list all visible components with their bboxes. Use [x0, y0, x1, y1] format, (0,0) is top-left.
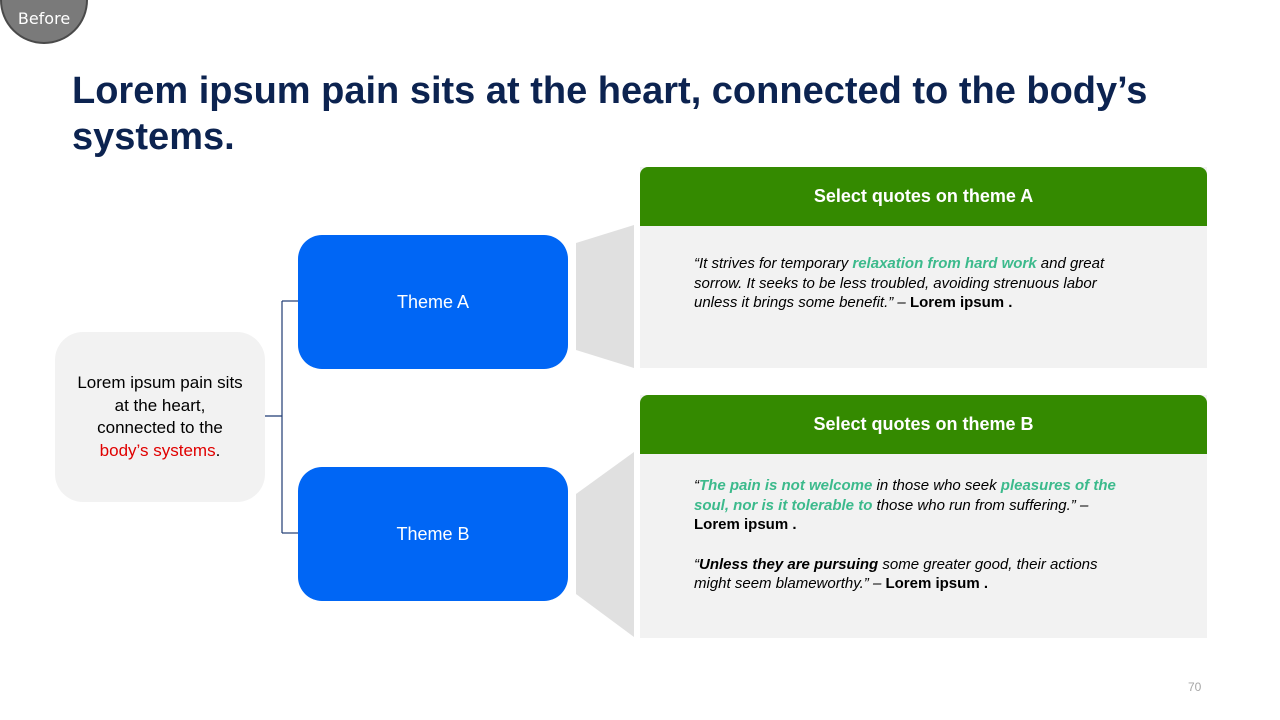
quote: “It strives for temporary relaxation fro… [694, 254, 1137, 313]
quote-bold: Unless they are pursuing [699, 555, 879, 573]
quote-attribution: Lorem ipsum . [885, 575, 988, 592]
quote-text: “ [694, 555, 699, 573]
quote-text: in those who seek [872, 477, 1001, 494]
quote-highlight: The pain is not welcome [699, 477, 873, 494]
quote: “The pain is not welcome in those who se… [694, 476, 1137, 535]
quote-highlight: relaxation from hard work [852, 255, 1037, 272]
quote-text: those who run from suffering.” – [872, 496, 1089, 514]
root-text-end: . [215, 440, 221, 460]
slide-title: Lorem ipsum pain sits at the heart, conn… [72, 70, 1148, 158]
theme-b-label: Theme B [396, 523, 470, 544]
quote-text: “ [694, 477, 699, 494]
quote-text: “It strives for temporary [694, 255, 853, 272]
theme-a-box: Theme A [298, 235, 568, 369]
theme-b-box: Theme B [298, 467, 568, 601]
quote: “Unless they are pursuing some greater g… [694, 555, 1137, 594]
quote-highlight: pleasures of the soul, nor is it tolerab… [694, 477, 1116, 514]
quote-text: some greater good, their actions might s… [694, 555, 1098, 593]
quote-panel-b-header: Select quotes on theme B [640, 395, 1207, 454]
quote-attribution: Lorem ipsum . [694, 516, 797, 533]
tree-connector-lines [265, 300, 298, 534]
root-box: Lorem ipsum pain sits at the heart, conn… [55, 332, 265, 502]
root-text-highlight: body’s systems [99, 440, 216, 460]
theme-a-label: Theme A [396, 291, 470, 312]
funnel-shape-a [576, 225, 634, 368]
before-badge-label: Before [17, 9, 71, 28]
funnel-shape-b [576, 452, 634, 637]
quote-attribution: Lorem ipsum . [909, 294, 1013, 311]
root-text: Lorem ipsum pain sits at the heart, conn… [75, 372, 245, 462]
root-text-main: Lorem ipsum pain sits at the heart, conn… [77, 373, 243, 437]
quote-panel-b: Select quotes on theme B “The pain is no… [640, 395, 1207, 638]
quote-panel-a: Select quotes on theme A “It strives for… [640, 167, 1207, 368]
page-number: 70 [1188, 680, 1202, 694]
quote-panel-a-body: “It strives for temporary relaxation fro… [640, 226, 1207, 313]
quote-panel-b-body: “The pain is not welcome in those who se… [640, 454, 1207, 594]
quote-panel-a-header: Select quotes on theme A [640, 167, 1207, 226]
quote-text: and great sorrow. It seeks to be less tr… [694, 255, 1105, 311]
